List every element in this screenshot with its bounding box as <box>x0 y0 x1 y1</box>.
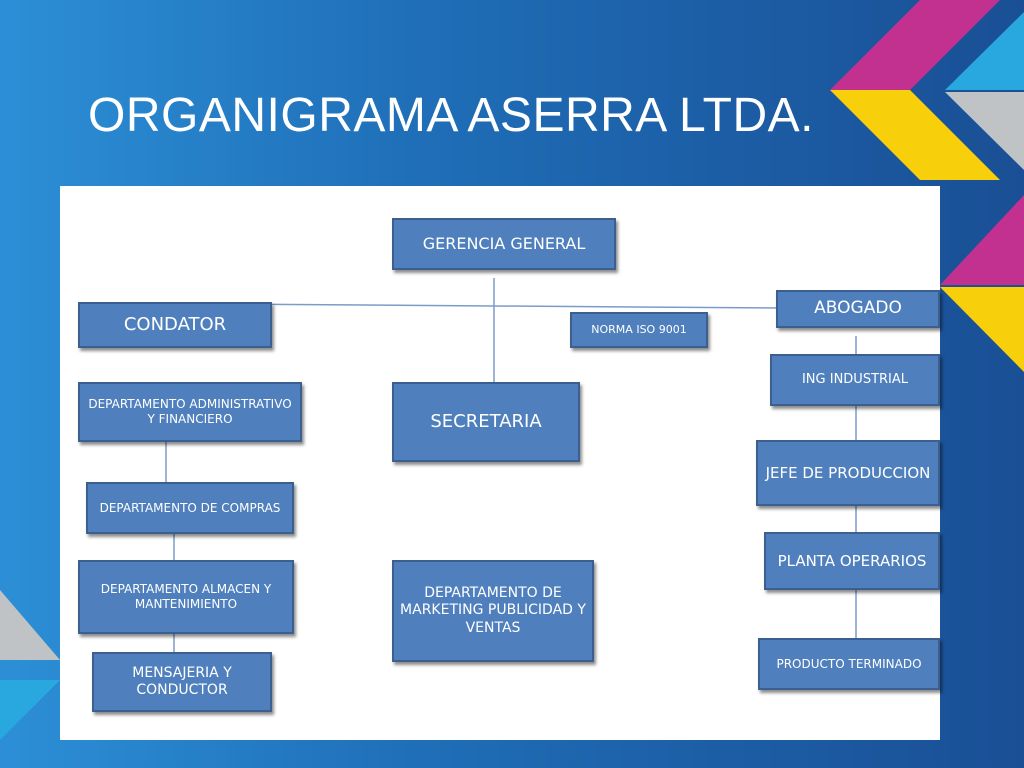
node-mensajeria: MENSAJERIA Y CONDUCTOR <box>92 652 272 712</box>
node-abogado: ABOGADO <box>776 290 940 328</box>
node-jefe-produccion: JEFE DE PRODUCCION <box>756 440 940 506</box>
node-departamento-almacen: DEPARTAMENTO ALMACEN Y MANTENIMIENTO <box>78 560 294 634</box>
node-producto-terminado: PRODUCTO TERMINADO <box>758 638 940 690</box>
node-planta-operarios: PLANTA OPERARIOS <box>764 532 940 590</box>
node-norma-iso-9001: NORMA ISO 9001 <box>570 312 708 348</box>
node-departamento-administrativo: DEPARTAMENTO ADMINISTRATIVO Y FINANCIERO <box>78 382 302 442</box>
node-ing-industrial: ING INDUSTRIAL <box>770 354 940 406</box>
node-secretaria: SECRETARIA <box>392 382 580 462</box>
slide-title: ORGANIGRAMA ASERRA LTDA. <box>88 89 814 142</box>
node-condator: CONDATOR <box>78 302 272 348</box>
node-departamento-marketing: DEPARTAMENTO DE MARKETING PUBLICIDAD Y V… <box>392 560 594 662</box>
node-gerencia-general: GERENCIA GENERAL <box>392 218 616 270</box>
org-chart-panel: GERENCIA GENERAL CONDATOR ABOGADO NORMA … <box>60 186 940 740</box>
node-departamento-compras: DEPARTAMENTO DE COMPRAS <box>86 482 294 534</box>
